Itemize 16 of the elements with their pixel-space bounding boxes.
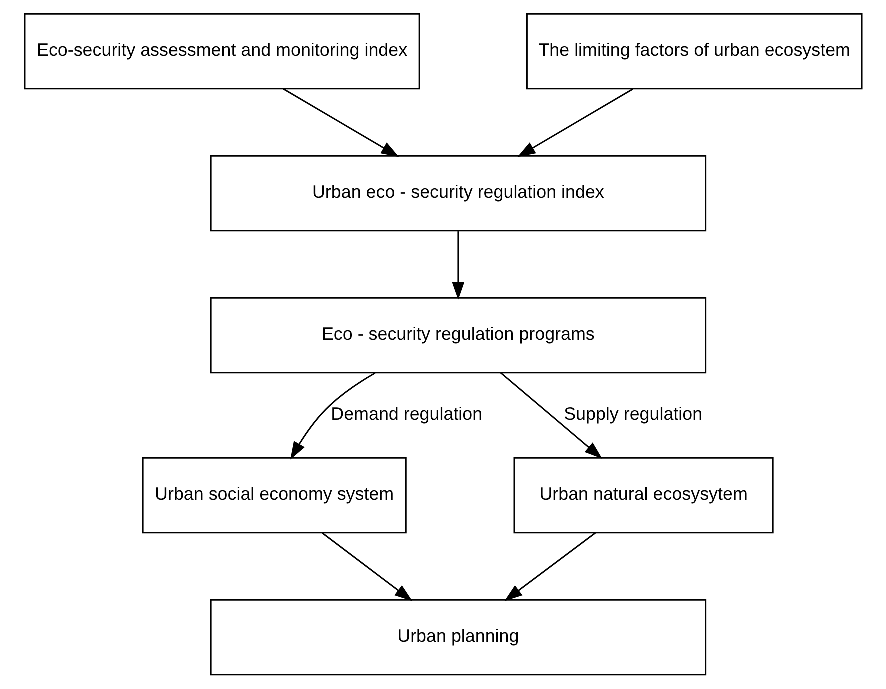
node-box: Urban eco - security regulation index	[210, 155, 706, 232]
arrow	[282, 88, 399, 158]
node-box: The limiting factors of urban ecosystem	[526, 13, 862, 90]
edge-label: Supply regulation	[564, 404, 702, 424]
arrow	[517, 88, 634, 158]
edge-label: Demand regulation	[330, 404, 482, 424]
node-box: Urban planning	[210, 599, 706, 676]
arrow	[321, 532, 412, 602]
node-box: Urban natural ecosysytem	[513, 457, 774, 534]
arrow	[290, 372, 376, 460]
arrow	[500, 372, 602, 460]
arrow	[452, 232, 464, 300]
arrow	[504, 532, 596, 602]
node-box: Urban social economy system	[142, 457, 406, 534]
node-box: Eco - security regulation programs	[210, 297, 706, 374]
node-box: Eco-security assessment and monitoring index	[24, 13, 420, 90]
